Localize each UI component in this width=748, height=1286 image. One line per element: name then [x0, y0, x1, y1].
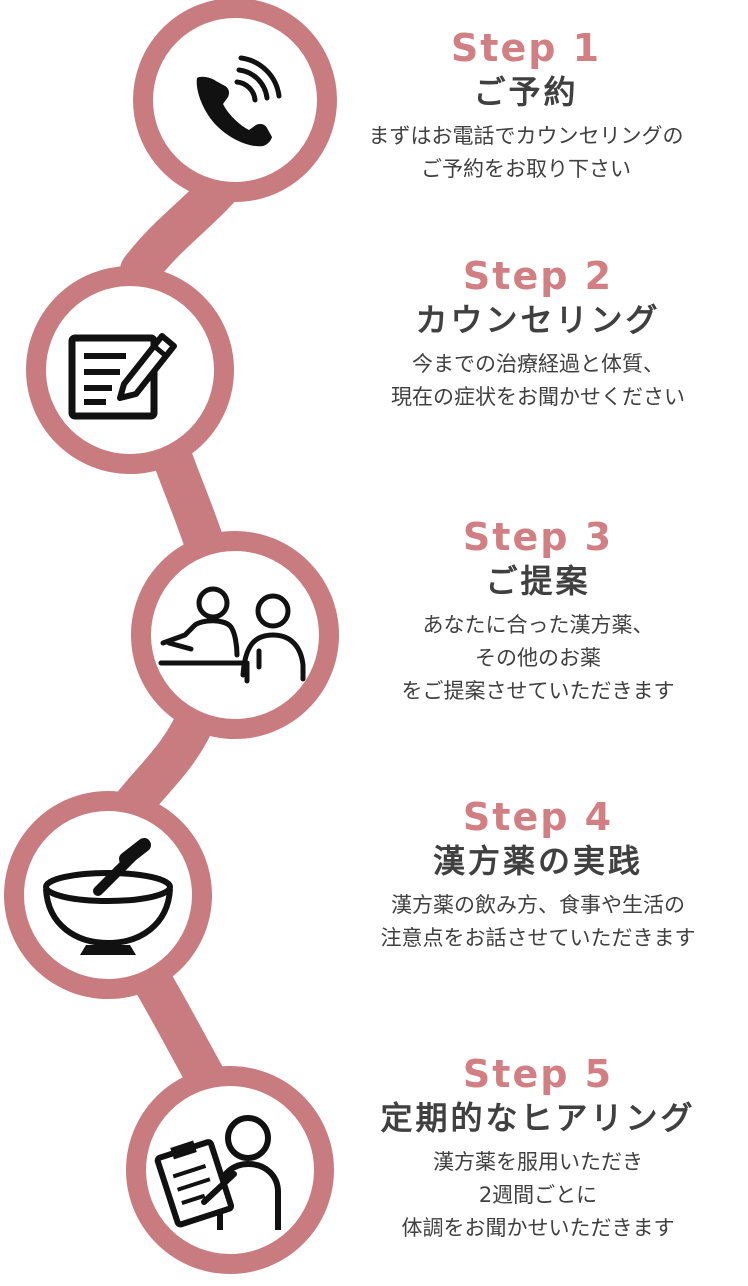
- step-3: Step 3 ご提案 あなたに合った漢方薬、 その他のお薬 をご提案させていただ…: [328, 515, 748, 708]
- step-2: Step 2 カウンセリング 今までの治療経過と体質、 現在の症状をお聞かせくだ…: [328, 254, 748, 414]
- step-5-desc-line: 漢方薬を服用いただき: [433, 1150, 643, 1174]
- ring-step-4: [4, 791, 212, 999]
- step-3-description: あなたに合った漢方薬、 その他のお薬 をご提案させていただきます: [328, 609, 748, 708]
- step-2-title: カウンセリング: [415, 301, 661, 339]
- consultation-icon: [158, 586, 306, 684]
- step-2-desc-line: 現在の症状をお聞かせください: [391, 385, 685, 409]
- step-3-desc-line: その他のお薬: [475, 646, 601, 670]
- ring-step-1: [133, 0, 337, 202]
- step-1: Step 1 ご予約 まずはお電話でカウンセリングの ご予約をお取り下さい: [316, 26, 736, 186]
- step-3-title: ご提案: [485, 562, 591, 600]
- step-5-description: 漢方薬を服用いただき 2週間ごとに 体調をお聞かせいただきます: [328, 1146, 748, 1245]
- step-4-title: 漢方薬の実践: [432, 842, 643, 880]
- step-4-description: 漢方薬の飲み方、食事や生活の 注意点をお話させていただきます: [328, 889, 748, 955]
- step-5-desc-line: 2週間ごとに: [478, 1183, 598, 1207]
- step-3-desc-line: あなたに合った漢方薬、: [422, 613, 654, 637]
- step-1-title: ご予約: [473, 73, 579, 111]
- step-5: Step 5 定期的なヒアリング 漢方薬を服用いただき 2週間ごとに 体調をお聞…: [328, 1052, 748, 1245]
- clipboard-person-icon: [154, 1115, 281, 1230]
- phone-icon: [196, 55, 282, 147]
- notepad-pencil-icon: [68, 333, 177, 420]
- step-1-label: Step 1: [450, 26, 602, 70]
- step-2-label: Step 2: [462, 254, 614, 298]
- step-5-desc-line: 体調をお聞かせいただきます: [401, 1216, 675, 1240]
- step-4-label: Step 4: [462, 795, 614, 839]
- step-4: Step 4 漢方薬の実践 漢方薬の飲み方、食事や生活の 注意点をお話させていた…: [328, 795, 748, 955]
- step-5-title: 定期的なヒアリング: [380, 1099, 696, 1137]
- step-3-desc-line: をご提案させていただきます: [401, 679, 675, 703]
- mortar-pestle-icon: [43, 838, 173, 955]
- step-4-desc-line: 注意点をお話させていただきます: [380, 926, 696, 950]
- step-5-label: Step 5: [462, 1052, 614, 1096]
- step-1-desc-line: まずはお電話でカウンセリングの: [368, 124, 684, 148]
- step-3-label: Step 3: [462, 515, 614, 559]
- step-1-description: まずはお電話でカウンセリングの ご予約をお取り下さい: [316, 120, 736, 186]
- step-2-desc-line: 今までの治療経過と体質、: [412, 352, 664, 376]
- step-4-desc-line: 漢方薬の飲み方、食事や生活の: [391, 893, 685, 917]
- step-1-desc-line: ご予約をお取り下さい: [421, 157, 631, 181]
- step-2-description: 今までの治療経過と体質、 現在の症状をお聞かせください: [328, 348, 748, 414]
